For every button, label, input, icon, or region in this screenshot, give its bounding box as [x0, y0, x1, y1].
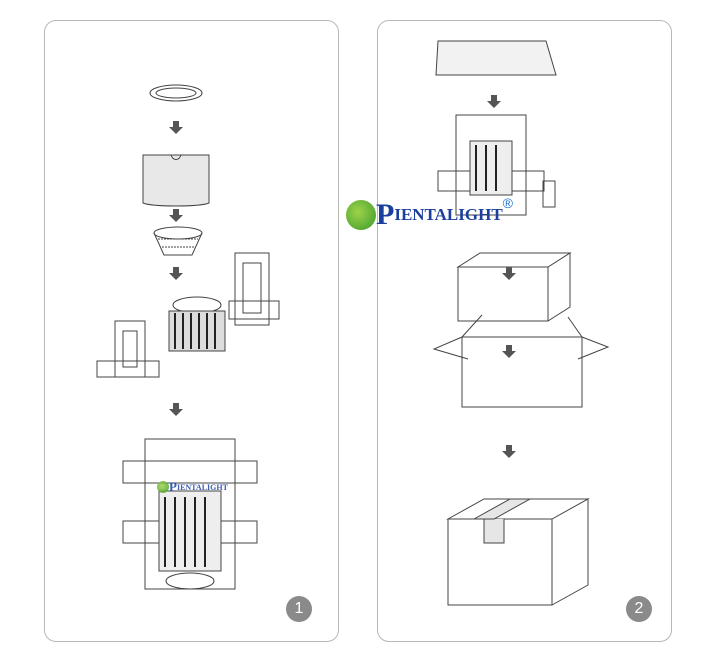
packaged-light-with-foam — [437, 114, 556, 216]
assembled-packaging — [122, 438, 258, 590]
foam-corner-left — [96, 320, 160, 378]
top-foam-sheet — [435, 40, 557, 76]
step-2-panel: 2 — [377, 20, 672, 642]
arrow-down-icon — [502, 345, 516, 358]
step-number-badge: 1 — [286, 596, 312, 622]
arrow-down-icon — [169, 403, 183, 416]
lamp-cover-ring — [149, 84, 203, 102]
step-number-badge: 2 — [626, 596, 652, 622]
sealed-box — [446, 498, 590, 606]
arrow-down-icon — [169, 209, 183, 222]
arrow-down-icon — [502, 445, 516, 458]
outer-box-open — [432, 314, 610, 408]
arrow-down-icon — [487, 95, 501, 108]
inner-box — [456, 252, 572, 322]
step-1-illustration — [96, 84, 280, 590]
arrow-down-icon — [169, 267, 183, 280]
step-2-illustration — [432, 40, 610, 606]
protective-bag — [142, 154, 210, 207]
high-bay-light — [168, 296, 226, 352]
arrow-down-icon — [169, 121, 183, 134]
reflector — [153, 226, 203, 256]
arrow-down-icon — [502, 267, 516, 280]
foam-corner-right — [228, 252, 280, 326]
